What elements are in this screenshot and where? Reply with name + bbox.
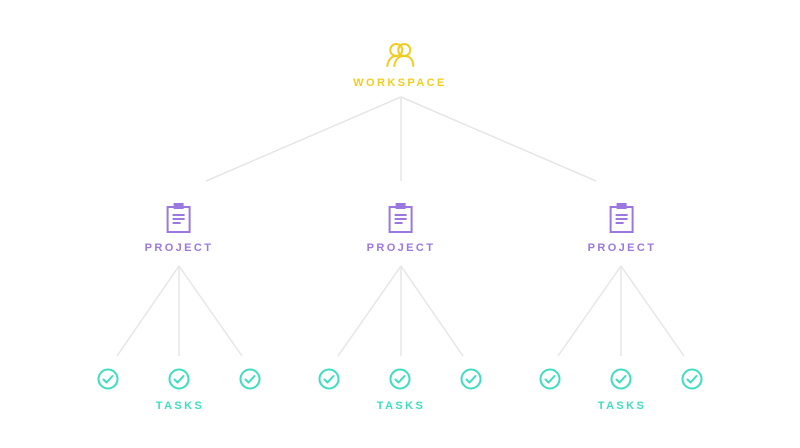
check-circle-icon	[318, 368, 340, 390]
users-icon	[385, 43, 414, 67]
check-circle-icon	[681, 368, 703, 390]
tasks-label: TASKS	[155, 400, 205, 412]
clipboard-icon	[388, 203, 413, 233]
project-label: PROJECT	[144, 242, 214, 254]
check-circle-icon	[97, 368, 119, 390]
workspace-label: WORKSPACE	[353, 77, 447, 89]
check-circle-icon	[389, 368, 411, 390]
project-node: PROJECT	[588, 203, 657, 254]
project-label: PROJECT	[366, 242, 436, 254]
check-circle-icon	[168, 368, 190, 390]
project-label: PROJECT	[587, 242, 657, 254]
check-circle-icon	[610, 368, 632, 390]
tasks-label: TASKS	[597, 400, 647, 412]
check-circle-icon	[239, 368, 261, 390]
check-circle-icon	[539, 368, 561, 390]
check-circle-icon	[460, 368, 482, 390]
clipboard-icon	[609, 203, 634, 233]
tasks-label: TASKS	[376, 400, 426, 412]
project-node: PROJECT	[367, 203, 436, 254]
project-node: PROJECT	[145, 203, 214, 254]
workspace-node: WORKSPACE	[353, 42, 447, 89]
clipboard-icon	[166, 203, 191, 233]
